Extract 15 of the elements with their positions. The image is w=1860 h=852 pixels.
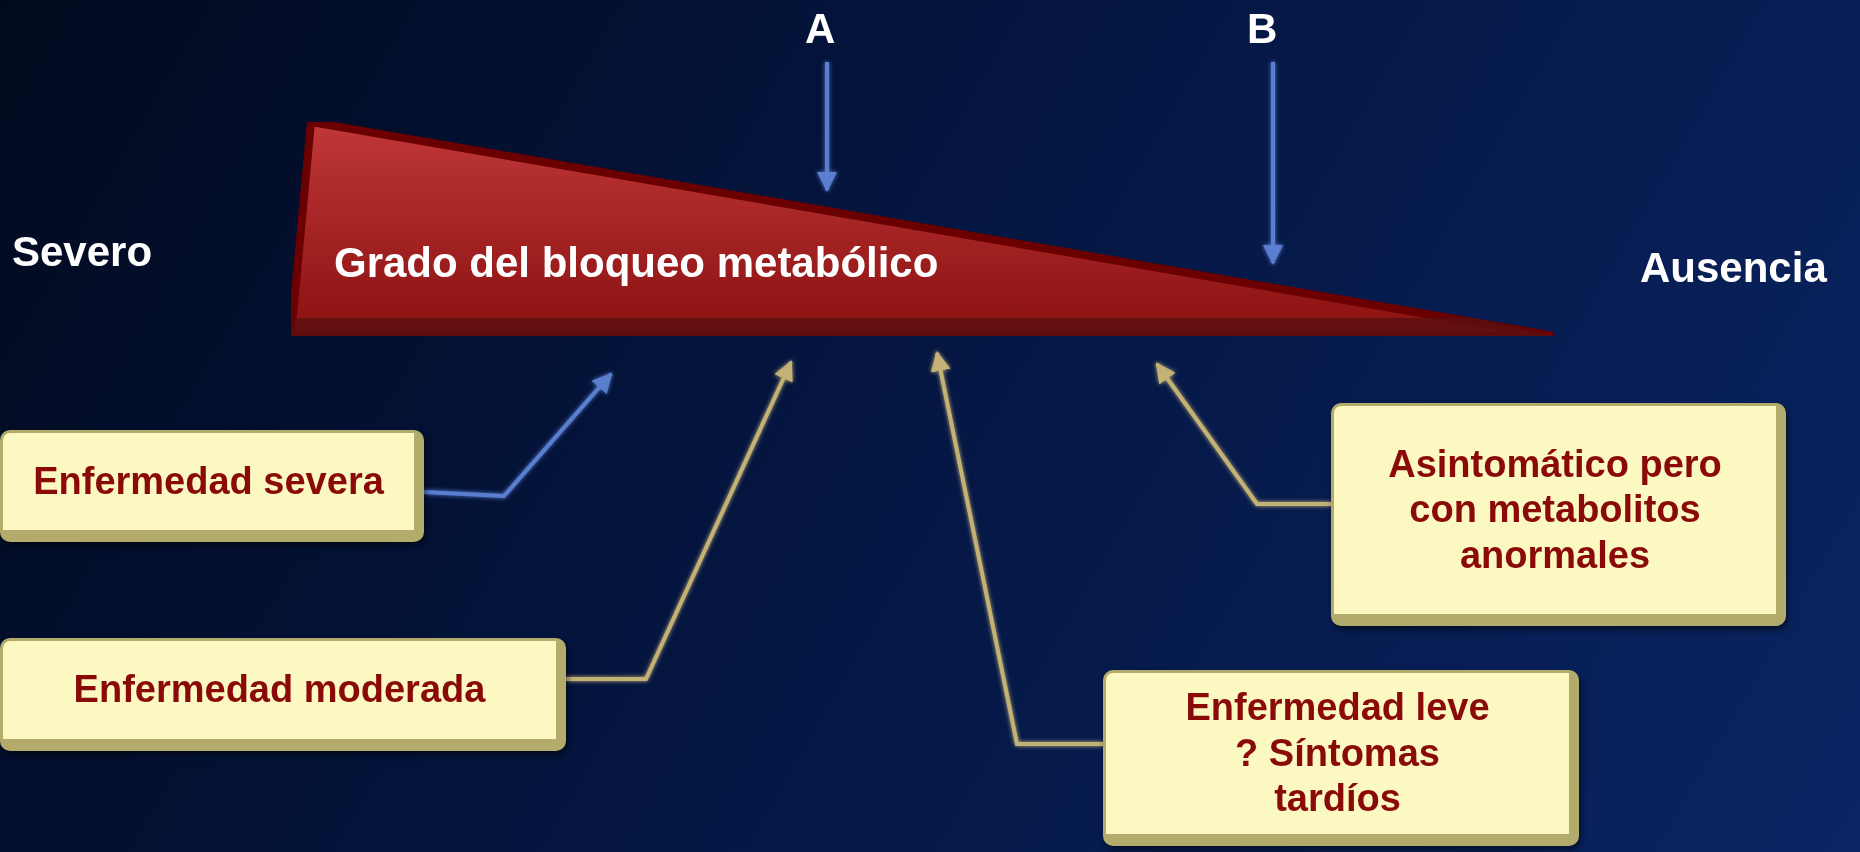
arrow <box>930 351 1103 746</box>
stage-label: Asintomático pero con metabolitos anormales <box>1387 441 1723 578</box>
stage-label: Enfermedad severa <box>33 458 384 504</box>
arrow <box>423 372 613 499</box>
arrow <box>817 62 837 192</box>
arrow <box>1263 62 1283 265</box>
marker-letter: B <box>1247 5 1278 52</box>
scale-label: Ausencia <box>1640 244 1827 292</box>
wedge-title: Grado del bloqueo metabólico <box>334 239 939 287</box>
stage-label: Enfermedad moderada <box>73 667 486 713</box>
stage-label: Enfermedad leve ? Síntomas tardíos <box>1184 685 1491 822</box>
arrow <box>566 360 793 681</box>
arrow <box>1155 362 1331 506</box>
scale-label: Severo <box>12 228 153 276</box>
marker-letter: A <box>805 5 836 52</box>
